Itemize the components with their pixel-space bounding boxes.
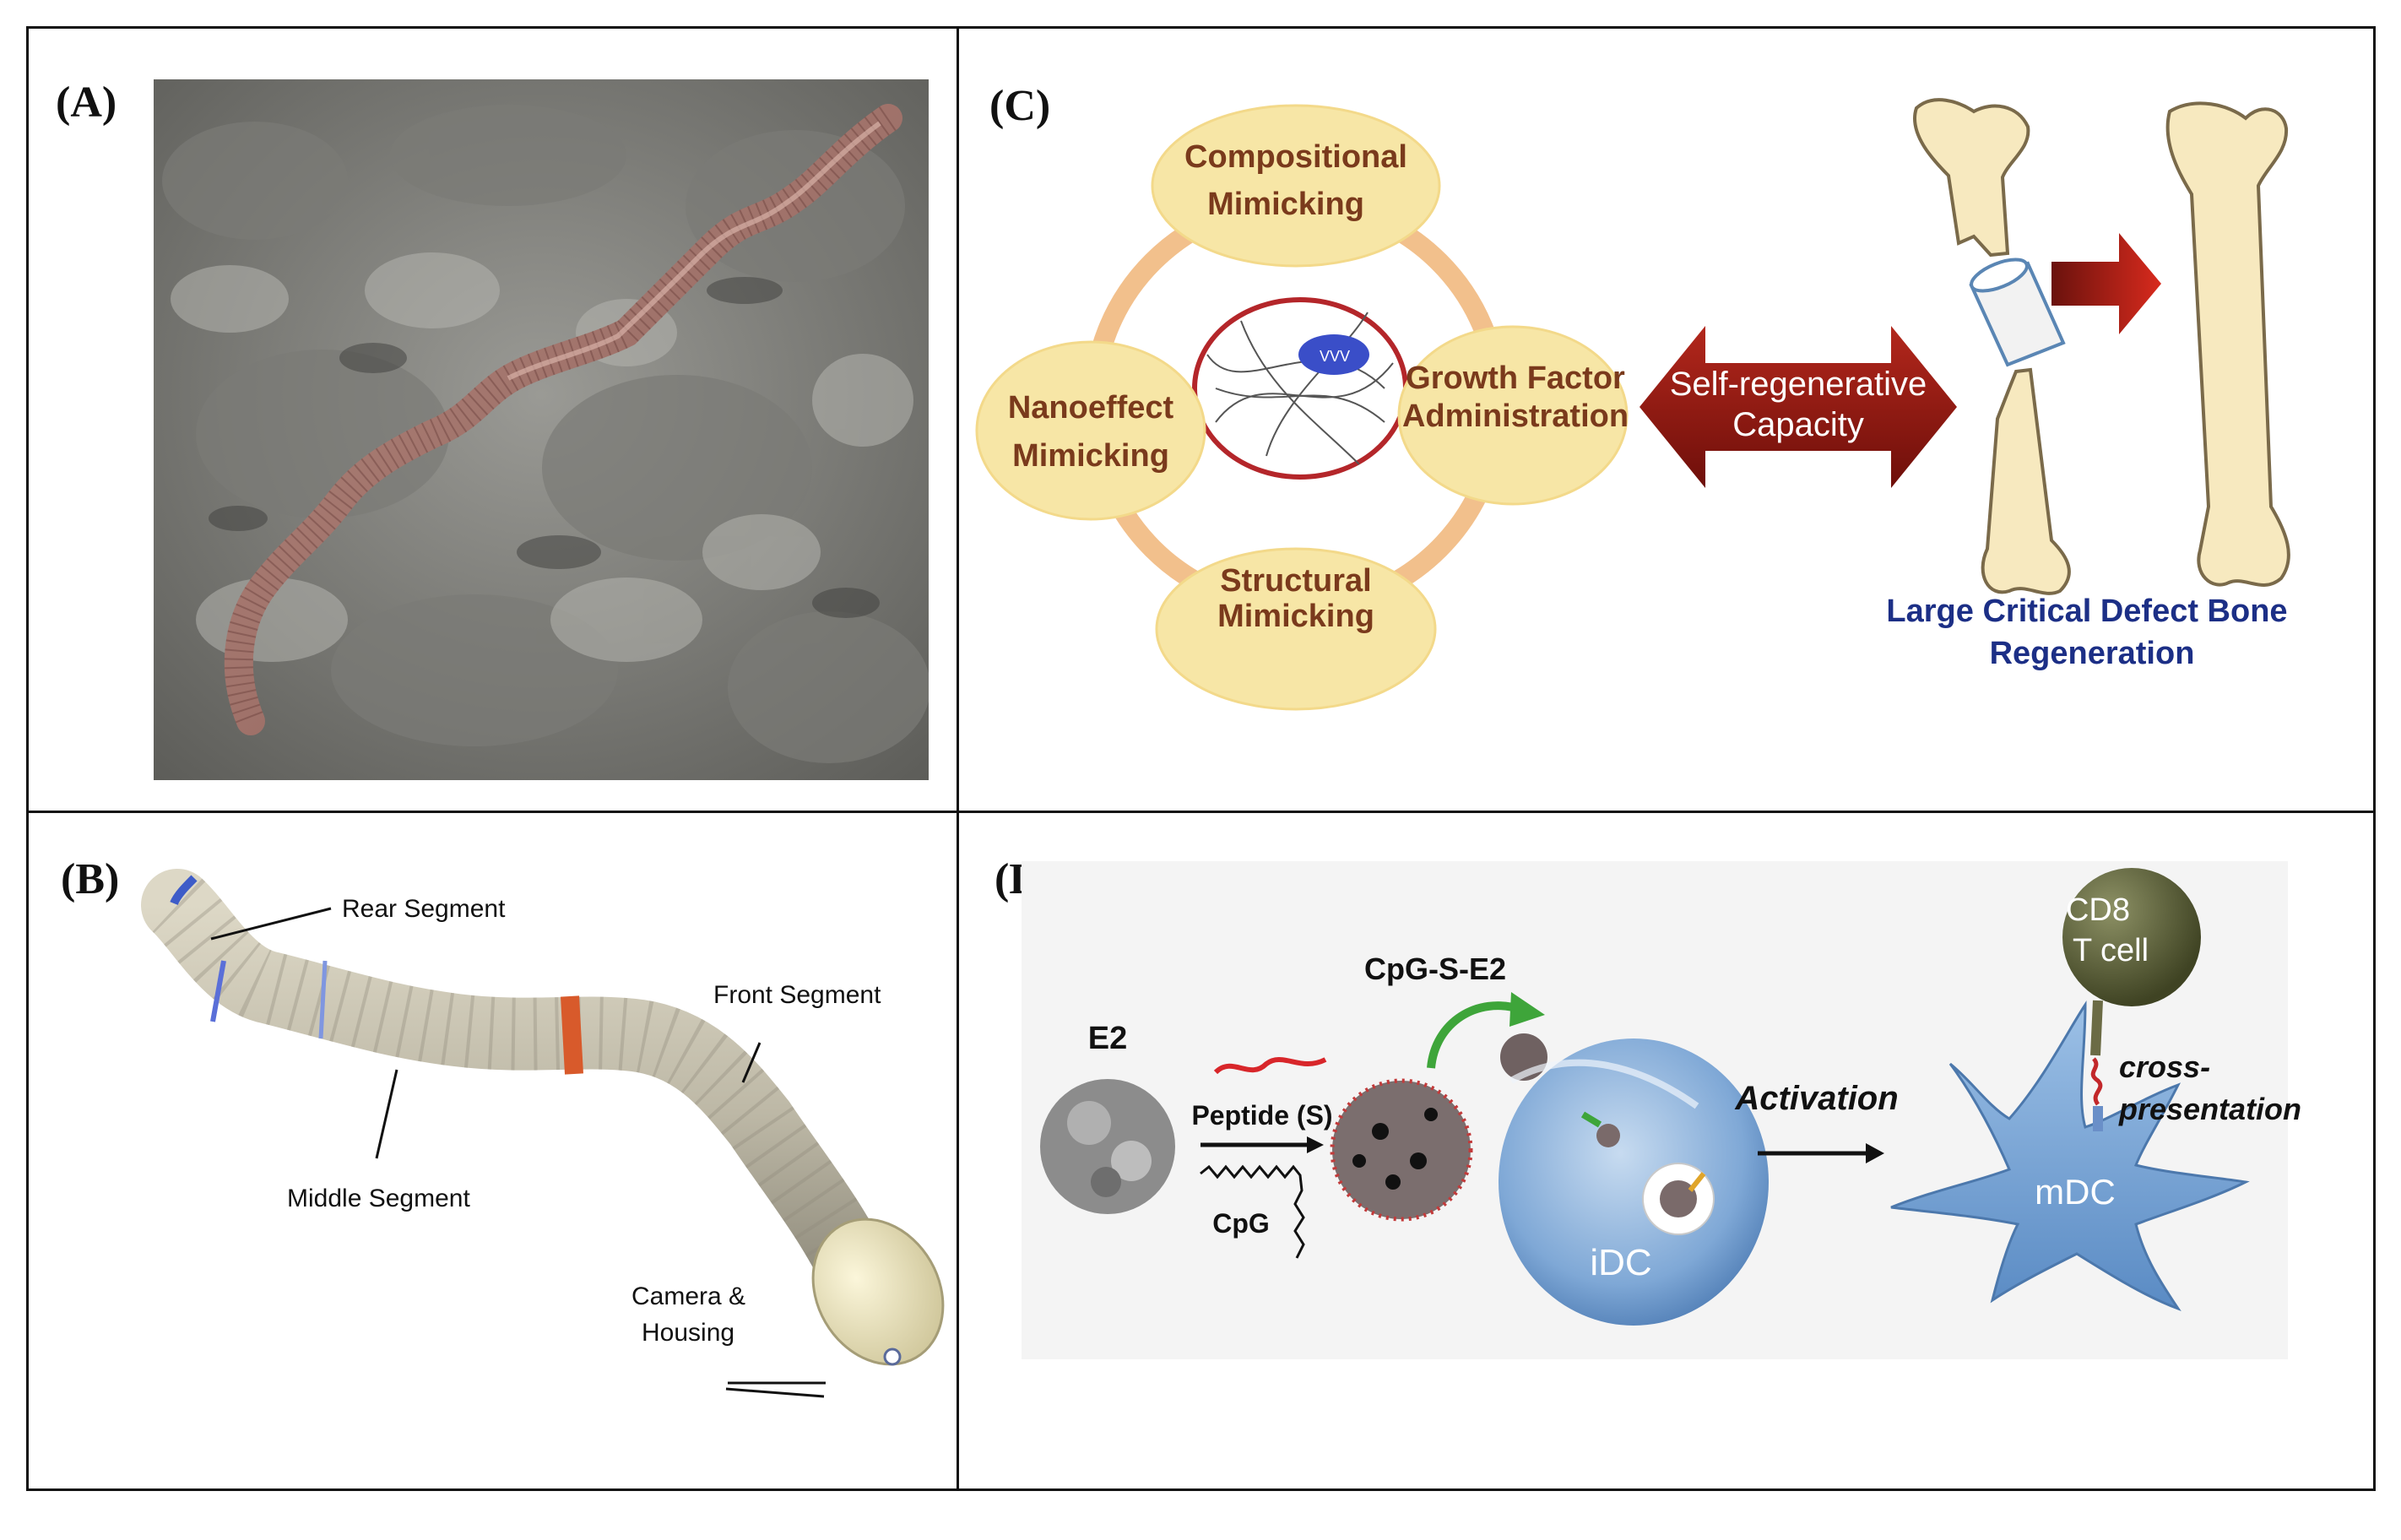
- activation-label: Activation: [1734, 1080, 1898, 1117]
- cpg-s-e2-complex: [1330, 1078, 1473, 1222]
- figure-frame: [26, 26, 2376, 1491]
- oval-compositional: [1151, 104, 1441, 268]
- oval-structural: [1155, 547, 1437, 711]
- oval-nanoeffect: [975, 340, 1206, 521]
- oval-growth-factor: [1397, 325, 1629, 506]
- column-divider: [957, 26, 959, 1491]
- structural-line1: Structural: [1220, 563, 1371, 599]
- e2-label: E2: [1088, 1021, 1127, 1056]
- cell-icon: [1298, 334, 1369, 375]
- cross-label-line2: presentation: [2118, 1092, 2301, 1126]
- arrow-text-line2: Capacity: [1732, 406, 1864, 443]
- bone-healed: [2165, 101, 2290, 587]
- compositional-line1: Compositional: [1184, 139, 1407, 175]
- nanoeffect-line2: Mimicking: [1012, 438, 1169, 474]
- tcell-label-line1: CD8: [2066, 892, 2130, 928]
- growth-factor-line1: Growth Factor: [1406, 361, 1625, 396]
- bone-upper-fragment: [1913, 98, 2030, 258]
- compositional-line2: Mimicking: [1207, 187, 1364, 222]
- structural-line2: Mimicking: [1217, 599, 1374, 634]
- robot-worm-figure: Rear Segment Front Segment Middle Segmen…: [141, 869, 945, 1398]
- self-regenerative-arrow: [1640, 326, 1957, 488]
- camera-lens: [883, 1348, 902, 1366]
- vaccine-mechanism-diagram: E2 Peptide (S) CpG CpG-S-E2 iDC Activati…: [1022, 861, 2301, 1359]
- growth-factor-line2: Administration: [1402, 399, 1629, 434]
- scaffold-core: [1192, 297, 1408, 480]
- cpg-label: CpG: [1212, 1208, 1270, 1239]
- panel-b-label: (B): [61, 855, 120, 903]
- peptide-strand: [1213, 1057, 1327, 1075]
- bone-lower-fragment: [1981, 367, 2071, 595]
- peptide-label: Peptide (S): [1191, 1100, 1332, 1131]
- red-band: [561, 995, 583, 1075]
- panel-c-label: (C): [989, 82, 1051, 130]
- svg-text:VVV: VVV: [1320, 348, 1350, 365]
- cross-label-line1: cross-: [2119, 1049, 2210, 1084]
- tcell-label-line2: T cell: [2073, 933, 2149, 968]
- idc-label: iDC: [1590, 1242, 1651, 1283]
- scaffold-cylinder: [1969, 258, 2066, 367]
- cpg-strand: [1200, 1164, 1305, 1259]
- mdc-cell: [1890, 1000, 2250, 1312]
- nanoeffect-line1: Nanoeffect: [1008, 390, 1174, 426]
- mdc-label: mDC: [2035, 1172, 2116, 1212]
- camera-label-line2: Housing: [642, 1319, 734, 1347]
- robot-body: [141, 869, 897, 1320]
- uptake-arrow: [1427, 1001, 1521, 1069]
- cd8-t-cell: [2062, 868, 2201, 1006]
- caption-line2: Regeneration: [1990, 636, 2195, 671]
- bone-regeneration-diagram: VVV Compositional Mimicking Nanoeffect M…: [975, 98, 2290, 711]
- earthworm-photo: [154, 79, 929, 780]
- caption-line1: Large Critical Defect Bone: [1886, 594, 2287, 629]
- panel-a-label: (A): [56, 79, 117, 127]
- e2-nanocage: [1040, 1079, 1175, 1214]
- front-segment-label: Front Segment: [713, 981, 881, 1009]
- camera-leader: [725, 1387, 825, 1398]
- camera-label-line1: Camera &: [631, 1282, 745, 1310]
- rear-segment-label: Rear Segment: [342, 895, 506, 923]
- idc-cell: [1499, 1038, 1769, 1326]
- arrow-text-line1: Self-regenerative: [1670, 366, 1927, 403]
- camera-housing: [811, 1217, 945, 1366]
- healing-arrow: [2051, 233, 2161, 334]
- cpg-s-e2-label: CpG-S-E2: [1364, 952, 1506, 986]
- row-divider: [26, 811, 2376, 813]
- middle-segment-label: Middle Segment: [287, 1185, 470, 1212]
